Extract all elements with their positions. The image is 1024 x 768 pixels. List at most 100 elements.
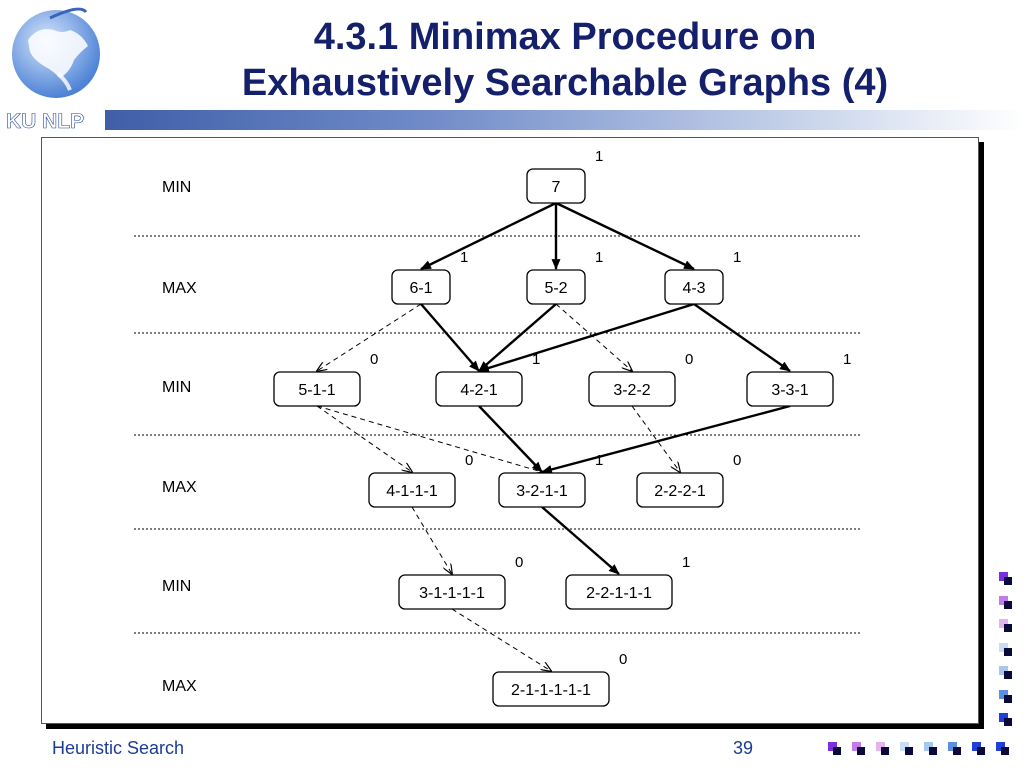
node-label: 3-2-2 [613, 382, 650, 399]
decorative-square [999, 689, 1012, 703]
edge-n511-to-n3211 [316, 405, 542, 472]
node-label: 7 [552, 179, 561, 196]
node-box [391, 269, 451, 305]
title-bar [105, 110, 1024, 130]
decorative-square [999, 642, 1012, 656]
decorative-square [900, 742, 913, 755]
level-label-min: MIN [162, 578, 191, 595]
footer-course-title: Heuristic Search [52, 738, 185, 758]
decorative-square [972, 742, 985, 755]
node-2-2-1-1-1: 2-2-1-1-11 [565, 554, 690, 610]
node-label: 5-1-1 [298, 382, 335, 399]
node-label: 3-3-1 [771, 382, 808, 399]
node-minimax-value: 1 [682, 554, 690, 571]
node-label: 2-2-2-1 [654, 483, 706, 500]
node-4-3: 4-3 1 [664, 249, 741, 305]
node-box [368, 472, 456, 508]
node-box [498, 472, 586, 508]
node-box [565, 574, 673, 610]
node-box [746, 371, 834, 407]
edge-n421-to-n3211 [478, 405, 543, 473]
node-6-1: 6-1 1 [391, 249, 468, 305]
level-separators [134, 235, 860, 634]
edge-n61-to-n421 [420, 303, 480, 372]
edge-n3211-to-n22111 [541, 506, 620, 575]
node-minimax-value: 1 [595, 249, 603, 266]
decorative-square [948, 742, 961, 755]
level-labels: MIN MAX MIN MAX MIN MAX [162, 179, 197, 695]
node-box [526, 269, 586, 305]
node-label: 4-1-1-1 [386, 483, 438, 500]
node-label: 3-1-1-1-1 [419, 585, 485, 602]
node-2-2-2-1: 2-2-2-1 0 [636, 452, 741, 508]
node-5-1-1: 5-1-1 0 [273, 351, 378, 407]
node-minimax-value: 1 [460, 249, 468, 266]
node-minimax-value: 1 [532, 351, 540, 368]
node-7: 71 [526, 148, 603, 204]
node-4-2-1: 4-2-1 1 [435, 351, 540, 407]
node-minimax-value: 0 [619, 651, 627, 668]
node-minimax-value: 1 [595, 148, 603, 165]
level-label-min: MIN [162, 179, 191, 196]
edge-n7-to-n43 [555, 201, 695, 271]
decorative-square [876, 742, 889, 755]
level-label-max: MAX [162, 280, 197, 297]
edge-n43-to-n331 [693, 303, 791, 372]
node-box [636, 472, 724, 508]
edge-n331-to-n3211 [541, 404, 791, 474]
node-minimax-value: 0 [515, 554, 523, 571]
node-minimax-value: 1 [733, 249, 741, 266]
node-minimax-value: 0 [733, 452, 741, 469]
slide-title: 4.3.1 Minimax Procedure on Exhaustively … [130, 14, 1000, 106]
node-box [588, 371, 676, 407]
node-3-3-1: 3-3-1 1 [746, 351, 851, 407]
edge-n511-to-n4111 [316, 405, 412, 472]
node-label: 4-2-1 [460, 382, 497, 399]
graph-nodes: 716-115-214-315-1-104-2-113-2-203-3-114-… [273, 148, 851, 707]
node-label: 6-1 [409, 280, 432, 297]
node-minimax-value: 0 [465, 452, 473, 469]
node-3-2-2: 3-2-20 [588, 351, 693, 407]
node-3-2-1-1: 3-2-1-1 1 [498, 452, 603, 508]
decorative-square [999, 619, 1012, 632]
logo-text: KU NLP [6, 110, 84, 133]
slide-title-line-1: 4.3.1 Minimax Procedure on [313, 16, 817, 58]
node-5-2: 5-2 1 [526, 249, 603, 305]
node-label: 3-2-1-1 [516, 483, 568, 500]
node-4-1-1-1: 4-1-1-1 0 [368, 452, 473, 508]
node-minimax-value: 1 [595, 452, 603, 469]
decorative-square [999, 713, 1012, 726]
node-minimax-value: 1 [843, 351, 851, 368]
edge-n4111-to-n31111 [411, 506, 452, 574]
node-box [664, 269, 724, 305]
decorative-square [852, 742, 865, 755]
node-2-1-1-1-1-1: 2-1-1-1-1-10 [492, 651, 627, 707]
ku-nlp-logo: KU NLP [0, 0, 140, 135]
edge-n52-to-n421 [478, 303, 557, 372]
level-label-max: MAX [162, 678, 197, 695]
node-label: 4-3 [682, 280, 705, 297]
edge-n43-to-n421 [478, 302, 695, 373]
level-label-max: MAX [162, 479, 197, 496]
node-minimax-value: 0 [370, 351, 378, 368]
node-box [526, 168, 586, 204]
decorative-square [999, 595, 1012, 609]
node-box [273, 371, 361, 407]
level-label-min: MIN [162, 379, 191, 396]
node-label: 5-2 [544, 280, 567, 297]
decorative-square [996, 742, 1009, 755]
decorative-square [828, 742, 841, 755]
edge-n322-to-n2221 [631, 405, 680, 472]
edge-n31111-to-n211111 [451, 608, 551, 671]
node-box [492, 671, 610, 707]
page-number: 39 [733, 738, 754, 758]
edge-n7-to-n61 [420, 201, 557, 271]
node-box [435, 371, 523, 407]
edge-n61-to-n511 [317, 303, 422, 371]
decorative-square [999, 666, 1012, 679]
node-3-1-1-1-1: 3-1-1-1-1 0 [398, 554, 523, 610]
graph-edges [316, 201, 791, 671]
decorative-square [999, 572, 1012, 585]
